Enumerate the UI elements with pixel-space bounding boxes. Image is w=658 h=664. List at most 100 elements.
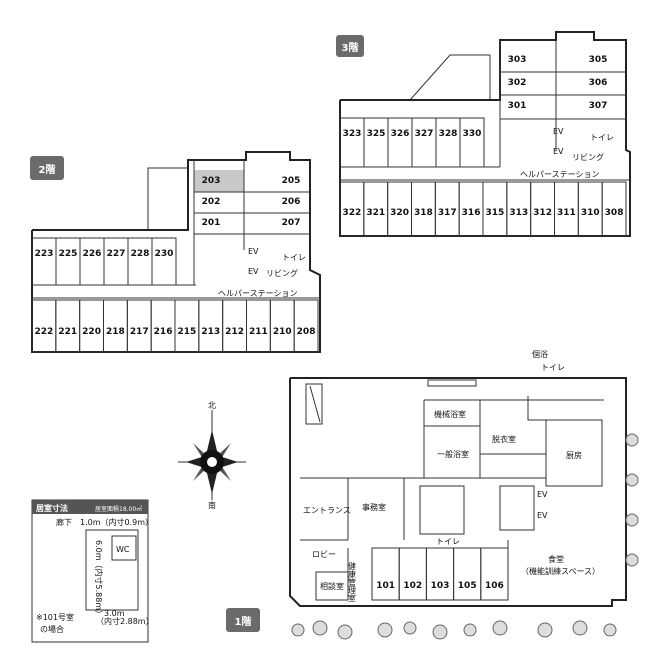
room-dims-note-1: ※101号室 [36, 612, 74, 622]
floor-1-ev-2: EV [537, 511, 548, 520]
room-dims-width-bottom-1: 3.0m [104, 609, 125, 618]
floor-3-room-306: 306 [589, 78, 608, 88]
floor-3-room-303: 303 [508, 55, 527, 65]
floor-3-room-cell [601, 181, 627, 237]
floor-1-training-space: （機能訓練スペース） [521, 566, 600, 576]
floor-1-kitchen: 厨房 [566, 450, 582, 460]
floor-3-room-310: 310 [581, 208, 600, 218]
room-dims-title: 居室寸法 [36, 503, 68, 513]
floor-1-health-mgmt: 健康管理室 [348, 561, 357, 602]
floor-1-room-105: 105 [458, 581, 477, 591]
floor-2-room-201: 201 [202, 218, 221, 228]
floor-2-room-206: 206 [282, 197, 301, 207]
room-dims-wc: WC [116, 545, 130, 554]
floor-1-room-cell [425, 547, 455, 601]
floor-3-room-307: 307 [589, 101, 608, 111]
floor-2-room-218: 218 [106, 327, 125, 337]
floor-3-room-326: 326 [391, 129, 410, 139]
floor-3-room-cell [435, 117, 461, 168]
floor-2-room-207: 207 [282, 218, 301, 228]
floor-2-room-210: 210 [273, 327, 292, 337]
floor-3-room-327: 327 [415, 129, 434, 139]
floor-3-helper-station: ヘルパーステーション [520, 170, 599, 179]
floor-2-room-215: 215 [178, 327, 197, 337]
floor-2-room-cell [79, 237, 105, 286]
floor-1-room-cell [371, 547, 400, 601]
floor-2-room-cell [55, 237, 81, 286]
floor-2-room-203: 203 [202, 176, 221, 186]
floor-1-toilet-top: トイレ [541, 363, 565, 372]
floor-3-toilet: トイレ [590, 133, 614, 142]
floor-2-room-226: 226 [83, 249, 102, 259]
floor-3-room-311: 311 [557, 208, 576, 218]
floor-2-room-211: 211 [249, 327, 268, 337]
floor-2-room-222: 222 [35, 327, 54, 337]
floor-1-private-bath: 個浴 [532, 349, 548, 359]
floor-3-room-318: 318 [414, 208, 433, 218]
floor-3-room-328: 328 [439, 129, 458, 139]
floor-3-ev-2: EV [553, 147, 564, 156]
floor-1-consult-room: 相談室 [320, 581, 344, 591]
floor-1-room-cell [453, 547, 482, 601]
floor-1-room-cell [480, 547, 509, 601]
floor-3-room-301: 301 [508, 101, 527, 111]
floor-2-ev-1: EV [248, 247, 259, 256]
floor-3-room-316: 316 [462, 208, 481, 218]
floor-2-room-212: 212 [225, 327, 244, 337]
floor-3-room-305: 305 [589, 55, 608, 65]
floor-2-room-216: 216 [154, 327, 173, 337]
floor-2-room-220: 220 [82, 327, 101, 337]
floor-3-living: リビング [572, 152, 604, 162]
floor-2-room-cell [31, 299, 57, 353]
floor-3-room-cell [459, 117, 485, 168]
floor-2-room-cell [103, 299, 128, 353]
room-dims-note-2: の場合 [40, 624, 64, 634]
compass-north: 北 [208, 401, 216, 410]
floor-3-room-302: 302 [508, 78, 527, 88]
floor-1-changing-room: 脱衣室 [492, 434, 516, 444]
room-dims-corridor: 廊下 [56, 517, 72, 527]
room-dims-width-bottom-2: （内寸2.88m） [96, 616, 154, 626]
floor-2-badge: 2階 [30, 156, 64, 180]
floor-3-room-308: 308 [605, 208, 624, 218]
floor-1-badge-text: 1階 [235, 615, 252, 628]
floor-2-room-cell [103, 237, 129, 286]
floor-2-room-217: 217 [130, 327, 149, 337]
floor-1-office: 事務室 [362, 502, 386, 512]
floor-2-room-cell [174, 299, 200, 353]
floor-2-room-cell [198, 299, 224, 353]
floor-2-room-cell [246, 299, 271, 353]
floor-3-room-325: 325 [367, 129, 386, 139]
floor-2-room-227: 227 [107, 249, 126, 259]
floor-1-badge: 1階 [226, 608, 260, 632]
floor-1-machine-bath: 機械浴室 [434, 409, 466, 419]
floor-3-room-cell [411, 117, 437, 168]
floor-1-general-bath: 一般浴室 [437, 449, 469, 459]
floor-1-room-103: 103 [431, 581, 450, 591]
floor-3-room-cell [387, 117, 413, 168]
floor-3-room-315: 315 [486, 208, 505, 218]
floor-3-room-322: 322 [343, 208, 362, 218]
floor-2-room-221: 221 [58, 327, 77, 337]
garden-trees [291, 433, 639, 640]
compass-south: 南 [208, 500, 216, 510]
floor-1-entrance: エントランス [303, 506, 351, 515]
floor-2-ev-2: EV [248, 267, 259, 276]
floor-2-room-cell [127, 237, 153, 286]
floor-2-room-208: 208 [297, 327, 316, 337]
compass-rose: 北 南 [178, 401, 246, 510]
floor-1-room-cell [398, 547, 427, 601]
floor-3-badge: 3階 [336, 35, 364, 57]
floor-2-room-cell [150, 299, 176, 353]
floor-3-room-312: 312 [533, 208, 552, 218]
floor-2-badge-text: 2階 [39, 163, 56, 176]
floor-1-toilet-mid: トイレ [436, 537, 460, 546]
floor-2-helper-station: ヘルパーステーション [218, 289, 297, 298]
floor-2-room-cell [222, 299, 248, 353]
floor-1-room-101: 101 [376, 581, 395, 591]
floor-2-room-cell [31, 237, 57, 286]
floor-3-badge-text: 3階 [342, 41, 359, 54]
